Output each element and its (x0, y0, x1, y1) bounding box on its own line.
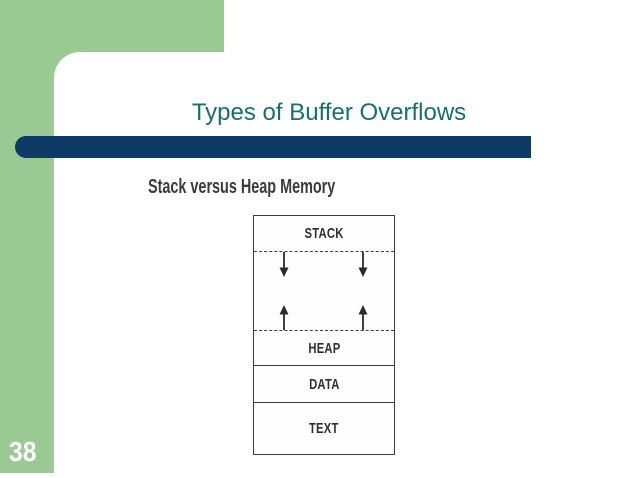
page-number: 38 (9, 436, 37, 467)
stack-region: STACK (254, 216, 394, 252)
text-label: TEXT (309, 420, 339, 437)
heap-grows-up-arrow-icon (358, 305, 368, 330)
heap-grows-up-arrow-icon (279, 305, 289, 330)
stack-grows-down-arrow-icon (279, 252, 289, 277)
growth-arrows-region (254, 252, 394, 331)
title-accent-bar (15, 136, 531, 158)
data-label: DATA (308, 375, 340, 393)
data-region: DATA (254, 366, 394, 403)
text-region: TEXT (254, 403, 394, 454)
heap-region: HEAP (254, 331, 394, 366)
stack-label: STACK (304, 225, 344, 242)
figure-caption: Stack versus Heap Memory (148, 176, 336, 198)
memory-layout-diagram: STACK HEAP DATA (253, 215, 395, 455)
slide-title: Types of Buffer Overflows (191, 99, 467, 126)
stack-grows-down-arrow-icon (358, 252, 368, 277)
heap-label: HEAP (307, 339, 341, 357)
